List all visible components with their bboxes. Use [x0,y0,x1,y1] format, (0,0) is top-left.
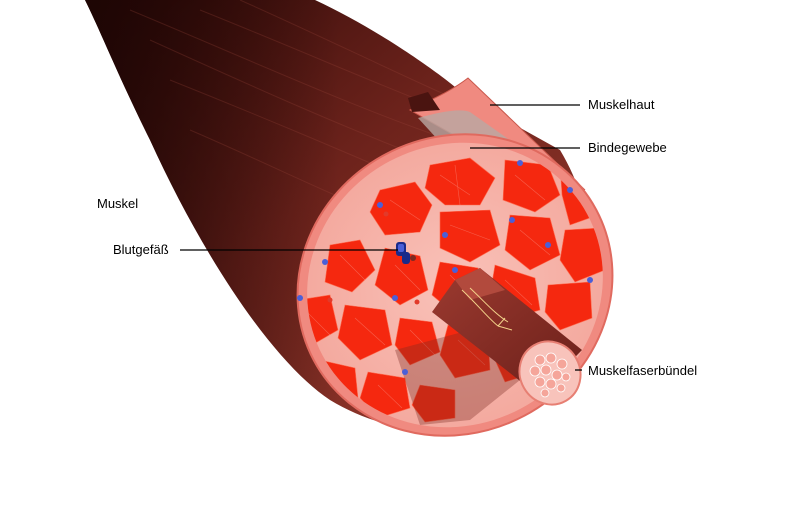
muscle-fiber-bundle [432,268,582,406]
label-muskel: Muskel [97,196,139,211]
label-bindegewebe: Bindegewebe [588,140,667,155]
blood-vessel [396,242,416,264]
blood-vessel-dots [297,160,593,375]
label-blutgefaess: Blutgefäß [113,242,169,257]
label-muskelfaserbuendel: Muskelfaserbündel [588,363,698,378]
leader-lines [180,104,582,371]
label-muskelhaut: Muskelhaut [588,97,655,112]
